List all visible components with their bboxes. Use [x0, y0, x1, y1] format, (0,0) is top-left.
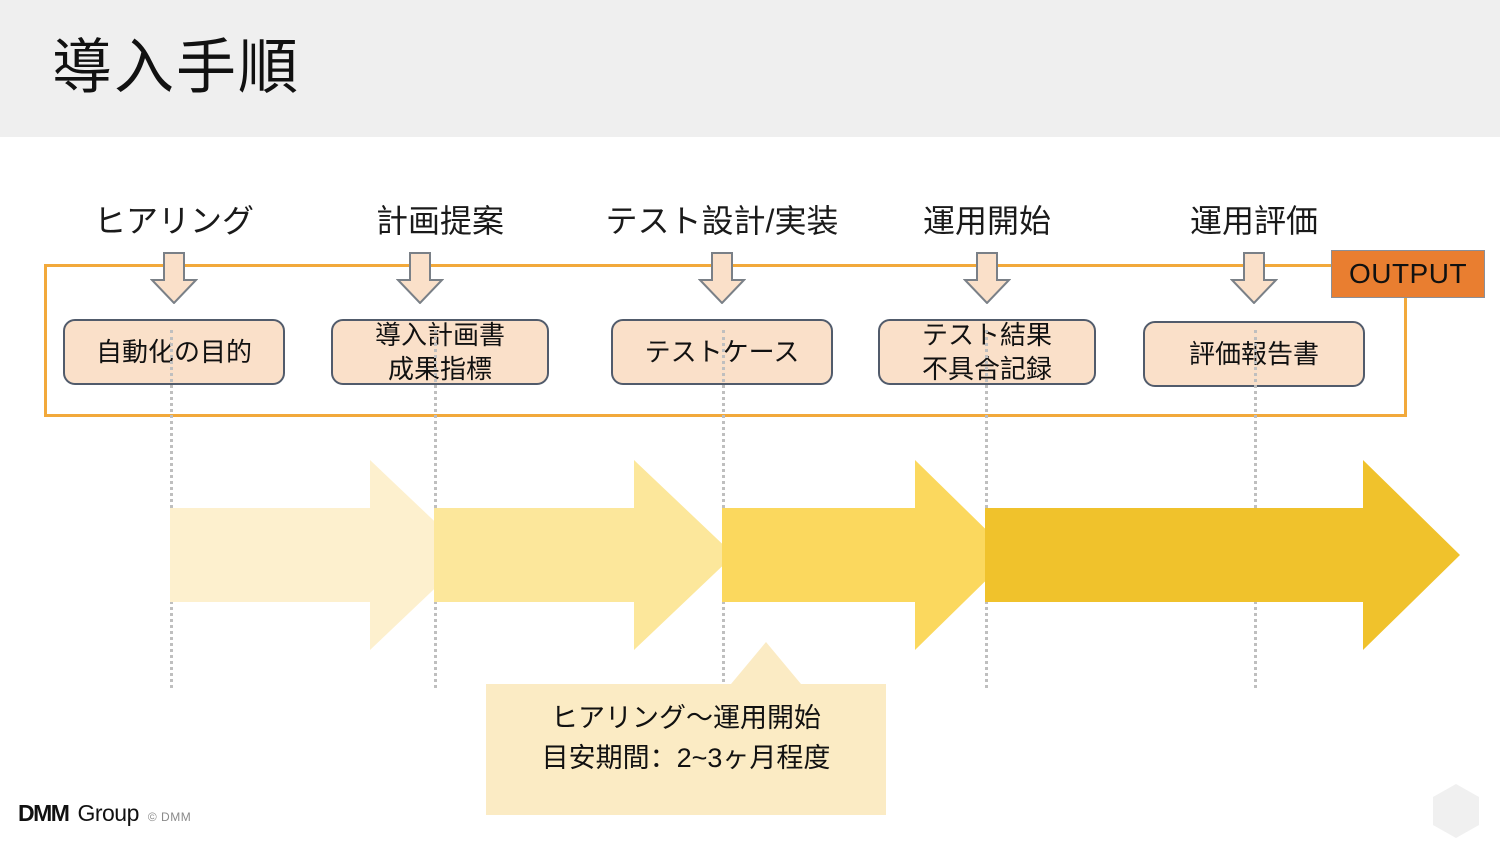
down-arrow-icon-5	[1230, 252, 1278, 304]
footer-brand: DMM Group © DMM	[18, 800, 191, 827]
output-badge: OUTPUT	[1331, 250, 1485, 298]
hexagon-watermark-icon	[1430, 782, 1482, 840]
stage-label-hearing: ヒアリング	[93, 203, 255, 239]
duration-callout-text: ヒアリング〜運用開始 目安期間：2~3ヶ月程度	[541, 703, 831, 773]
down-arrow-icon-4	[963, 252, 1011, 304]
dmm-logo-text: DMM	[18, 800, 70, 826]
down-arrow-icon-1	[150, 252, 198, 304]
group-logo-text: Group	[77, 800, 139, 826]
stage-label-test-design: テスト設計/実装	[605, 203, 839, 239]
down-arrow-icon-3	[698, 252, 746, 304]
phase-arrow-4	[985, 460, 1460, 650]
phase-arrow-2	[434, 460, 734, 650]
stage-label-evaluation: 運用評価	[1189, 203, 1319, 239]
phase-arrow-3	[722, 460, 1012, 650]
duration-callout: ヒアリング〜運用開始 目安期間：2~3ヶ月程度	[486, 640, 886, 815]
stage-label-operation: 運用開始	[922, 203, 1052, 239]
stage-label-plan: 計画提案	[375, 203, 505, 239]
artifact-box-hearing: 自動化の目的	[63, 319, 285, 385]
title-band	[0, 0, 1500, 137]
phase-arrow-1	[170, 460, 470, 650]
down-arrow-icon-2	[396, 252, 444, 304]
page-title: 導入手順	[52, 34, 300, 101]
artifact-box-plan: 導入計画書 成果指標	[331, 319, 549, 385]
copyright-text: © DMM	[147, 810, 192, 824]
